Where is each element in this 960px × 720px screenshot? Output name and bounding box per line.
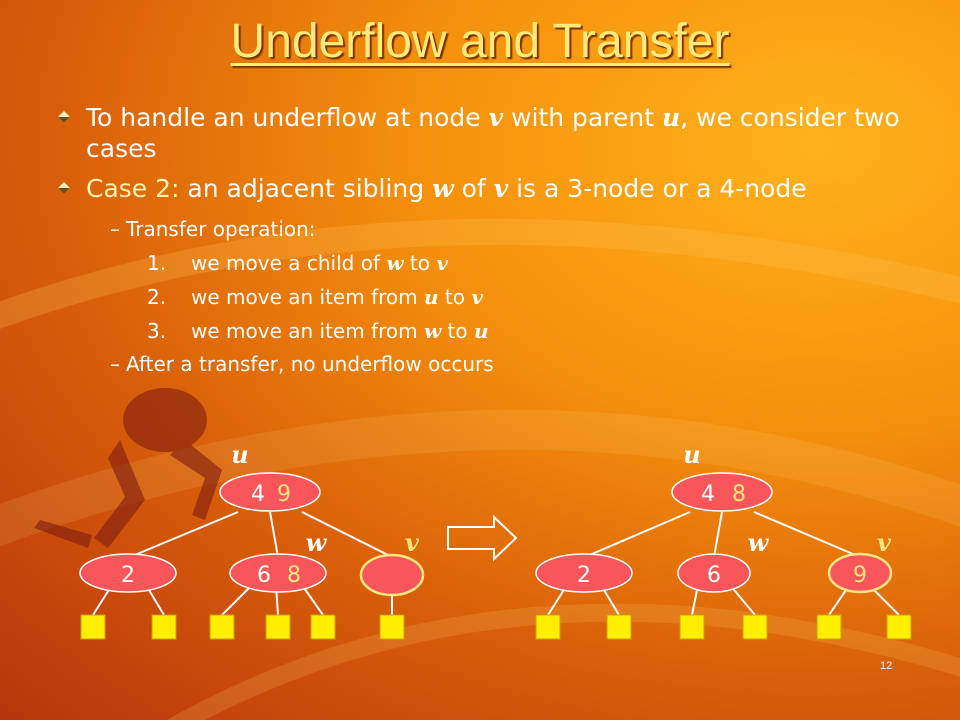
- bullet-case-2: Case 2: an adjacent sibling w of v is a …: [56, 173, 916, 204]
- leaf-nodes-after: [535, 614, 912, 640]
- case-label: Case 2:: [86, 174, 180, 203]
- page-number: 12: [880, 660, 893, 672]
- var-w: w: [432, 174, 454, 203]
- text: with parent: [503, 103, 662, 132]
- svg-text:6: 6: [707, 563, 721, 588]
- tree-after: 4 8 u 2 6 w 9 v: [535, 440, 912, 640]
- var-u: u: [661, 103, 681, 132]
- svg-text:2: 2: [577, 563, 591, 588]
- dash: –: [110, 217, 120, 241]
- svg-text:8: 8: [287, 563, 301, 588]
- leaf-nodes-before: [80, 614, 405, 640]
- svg-text:8: 8: [732, 482, 746, 507]
- svg-text:4: 4: [701, 482, 715, 507]
- bullet-diamond-icon: [58, 182, 70, 194]
- svg-text:6: 6: [257, 563, 271, 588]
- text: of: [453, 174, 494, 203]
- bullet-list: To handle an underflow at node v with pa…: [56, 102, 916, 381]
- var-v: v: [488, 103, 504, 132]
- root-node-after: 4 8: [671, 472, 773, 512]
- label-w: w: [306, 528, 328, 557]
- label-v: v: [877, 528, 892, 557]
- label-w: w: [748, 528, 770, 557]
- node-v-after: 9: [827, 552, 893, 594]
- transfer-arrow: [447, 514, 518, 562]
- left-node-after: 2: [535, 553, 633, 593]
- label-u: u: [683, 440, 700, 469]
- step-3: 3.we move an item from w to u: [147, 319, 489, 343]
- sub-bullet-result: –After a transfer, no underflow occurs: [56, 348, 916, 381]
- svg-text:9: 9: [277, 482, 291, 507]
- dash: –: [110, 352, 120, 376]
- slide-title: Underflow and Transfer: [230, 15, 730, 68]
- sibling-node-w-after: 6: [677, 553, 751, 593]
- root-node-before: 4 9: [219, 472, 321, 512]
- svg-text:2: 2: [121, 563, 135, 588]
- step-1: 1.we move a child of w to v: [147, 251, 448, 275]
- text: , we consider two cases: [86, 103, 900, 163]
- bullet-diamond-icon: [58, 111, 70, 123]
- svg-text:9: 9: [853, 563, 867, 588]
- left-node-before: 2: [79, 553, 177, 593]
- bullet-underflow: To handle an underflow at node v with pa…: [56, 102, 916, 164]
- text: Transfer operation:: [126, 217, 316, 241]
- label-v: v: [405, 528, 420, 557]
- underflow-node-v-before: [359, 553, 425, 597]
- sibling-node-w-before: 6 8: [229, 553, 327, 593]
- tree-before: 4 9 u 2 6 8 w v: [79, 440, 425, 640]
- text: After a transfer, no underflow occurs: [126, 352, 494, 376]
- text: To handle an underflow at node: [86, 103, 489, 132]
- sub-bullet-transfer: –Transfer operation:: [56, 213, 916, 246]
- svg-text:4: 4: [251, 482, 265, 507]
- var-v: v: [493, 174, 509, 203]
- label-u: u: [231, 440, 248, 469]
- runner-silhouette: [34, 388, 222, 548]
- text: is a 3-node or a 4-node: [508, 174, 807, 203]
- text: an adjacent sibling: [179, 174, 433, 203]
- step-2: 2.we move an item from u to v: [147, 285, 483, 309]
